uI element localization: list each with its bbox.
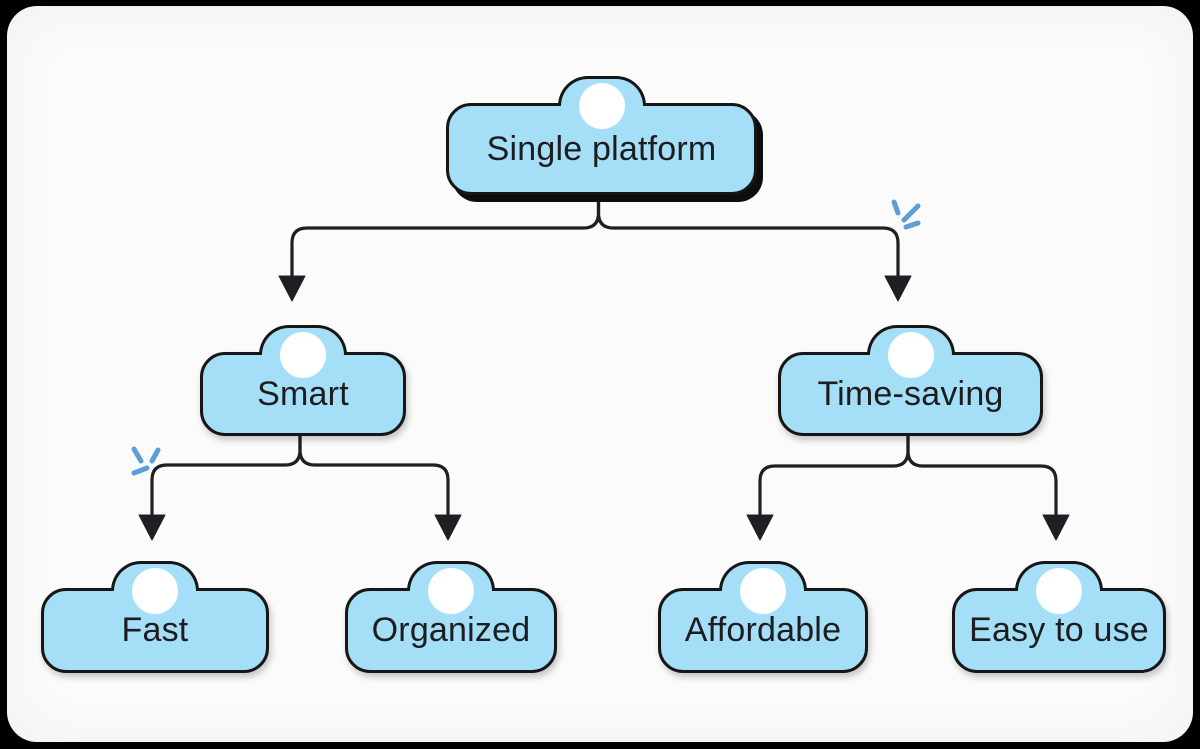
edge-smart-to-organized [298,428,450,518]
node-fast: Fast [41,561,269,673]
pin-hole-icon [132,568,178,614]
node-time-saving: Time-saving [778,325,1043,436]
node-easy-to-use: Easy to use [952,561,1166,673]
arrowhead-to-time-saving [884,275,912,302]
node-label: Fast [121,611,189,649]
sparkle-icon [891,199,921,230]
arrowhead-to-organized [434,514,462,541]
edge-root-to-smart [290,187,601,279]
arrowhead-to-smart [278,275,306,302]
edge-time-saving-to-affordable [758,428,910,518]
node-label: Smart [257,374,349,413]
pin-hole-icon [887,332,934,378]
edge-root-to-time-saving [596,187,900,279]
node-affordable: Affordable [658,561,868,673]
node-label: Easy to use [969,611,1149,649]
pin-hole-icon [280,332,326,378]
node-label: Affordable [684,611,842,649]
pin-hole-icon [1036,568,1082,614]
node-organized: Organized [345,561,557,673]
pin-hole-icon [428,568,474,614]
sparkle-icon [131,446,161,476]
edge-time-saving-to-easy-to-use [906,428,1058,518]
node-single-platform: Single platform [446,76,757,195]
node-label: Organized [371,611,531,649]
arrowhead-to-affordable [746,514,774,541]
node-label: Single platform [486,129,717,168]
pin-hole-icon [578,83,625,129]
pin-hole-icon [740,568,786,614]
arrowhead-to-fast [138,514,166,541]
node-label: Time-saving [817,374,1004,413]
node-smart: Smart [200,325,406,436]
arrowhead-to-easy-to-use [1042,514,1070,541]
edge-smart-to-fast [150,428,302,518]
